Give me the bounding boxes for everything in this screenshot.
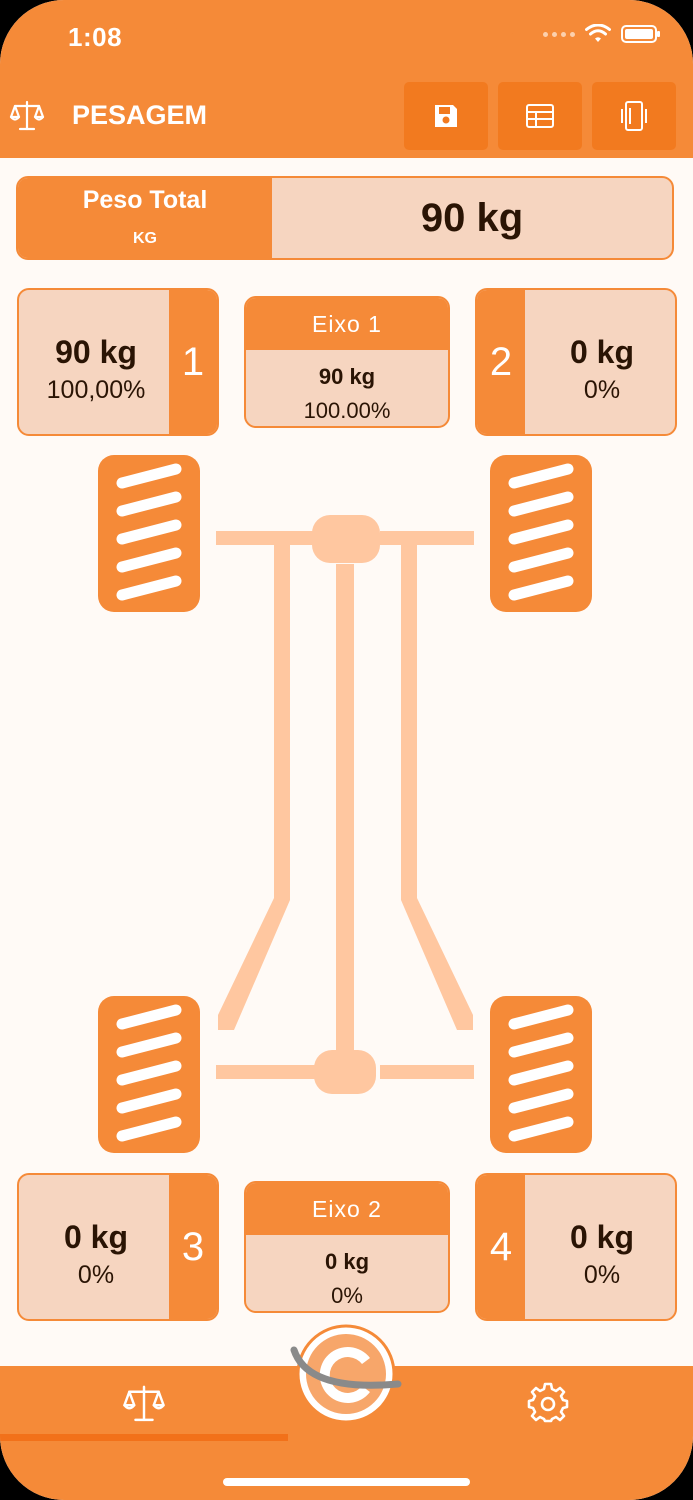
wheel-weight: 90 kg [55,334,137,370]
home-indicator [223,1478,470,1486]
scale-icon [123,1385,165,1422]
gear-icon [527,1382,569,1423]
tab-active-indicator [0,1434,288,1441]
chassis-illustration [98,455,592,1153]
spring-front-left-icon [98,455,200,612]
wheel-card-3[interactable]: 3 0 kg 0% [17,1173,219,1321]
wheel-number: 3 [169,1175,217,1319]
axle-card-2: Eixo 2 0 kg 0% [244,1181,450,1313]
total-label-box: Peso Total KG [18,178,272,258]
total-value: 90 kg [420,196,524,240]
total-weight-panel: Peso Total KG 90 kg [16,176,674,260]
save-icon [435,105,457,127]
wheel-percent: 0% [583,376,621,404]
table-icon [526,104,554,128]
table-button[interactable] [498,82,582,150]
device-icon [621,101,647,131]
app-header: 1:08 PESAGEM [0,0,693,158]
brand-logo[interactable] [288,1322,406,1428]
total-label: Peso Total [82,186,208,214]
axle-label: Eixo 2 [246,1183,448,1235]
wheel-card-4[interactable]: 4 0 kg 0% [475,1173,677,1321]
wheel-number: 2 [477,290,525,434]
scale-icon [9,100,45,131]
spring-rear-left-icon [98,996,200,1153]
wheel-percent: 100,00% [46,376,146,404]
save-button[interactable] [404,82,488,150]
axle-card-1: Eixo 1 90 kg 100.00% [244,296,450,428]
axle-label: Eixo 1 [246,298,448,350]
wheel-weight: 0 kg [569,334,635,370]
spring-rear-right-icon [490,996,592,1153]
device-button[interactable] [592,82,676,150]
notch [172,0,520,50]
wheel-weight: 0 kg [569,1219,635,1255]
wheel-percent: 0% [77,1261,115,1289]
battery-icon [621,25,660,43]
axle-weight: 90 kg [318,364,376,389]
status-icons [543,24,660,44]
axle-percent: 0% [331,1283,363,1308]
spring-front-right-icon [490,455,592,612]
total-unit: KG [133,230,157,247]
tab-weighing[interactable] [120,1382,168,1426]
wheel-number: 4 [477,1175,525,1319]
axle-percent: 100.00% [303,398,391,423]
status-time: 1:08 [68,22,123,52]
wheel-weight: 0 kg [63,1219,129,1255]
wifi-icon [585,24,611,42]
wheel-card-2[interactable]: 2 0 kg 0% [475,288,677,436]
signal-icon [543,31,575,37]
axle-weight: 0 kg [324,1249,370,1274]
wheel-percent: 0% [583,1261,621,1289]
page-title: PESAGEM [72,100,208,130]
wheel-card-1[interactable]: 1 90 kg 100,00% [17,288,219,436]
wheel-number: 1 [169,290,217,434]
tab-settings[interactable] [527,1382,569,1424]
